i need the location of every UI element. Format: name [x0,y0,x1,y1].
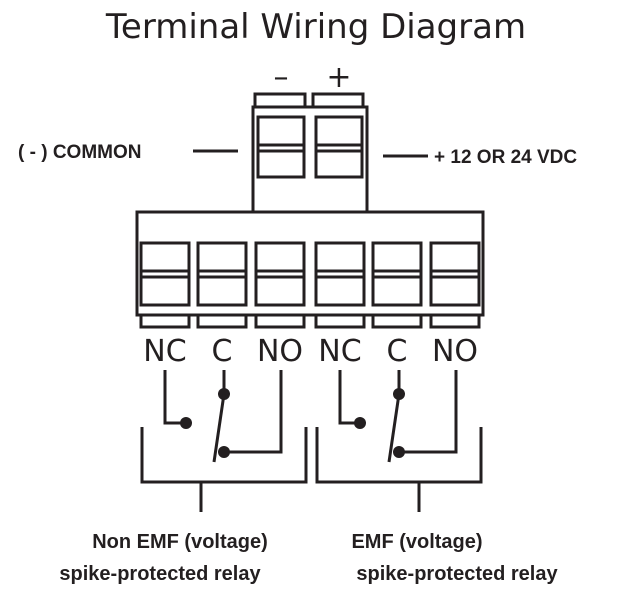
common-label: ( - ) COMMON [18,142,141,163]
terminal-label-c-1: C [212,334,233,369]
relay-switch-2 [315,370,483,512]
relay-1-bracket [140,427,308,484]
relay-terminal-block [135,210,485,329]
terminal-pin-5-c [371,241,423,329]
relay-switch-1 [140,370,308,512]
terminal-label-c-2: C [387,334,408,369]
terminal-pin-3-no [254,241,306,329]
relay-2-bracket [315,427,483,484]
terminal-label-no-1: NO [257,334,303,369]
power-pin-plus [314,115,364,179]
plus-symbol: + [326,60,351,95]
minus-symbol: – [274,60,289,95]
relay-2-caption-line-1: EMF (voltage) [351,531,482,553]
vdc-label: + 12 OR 24 VDC [434,147,577,168]
terminal-pin-6-no [429,241,481,329]
relay-1-caption-line-1: Non EMF (voltage) [92,531,268,553]
terminal-label-no-2: NO [432,334,478,369]
power-connector [251,92,369,214]
relay-1-caption-line-2: spike-protected relay [59,563,261,585]
diagram-title: Terminal Wiring Diagram [105,7,526,47]
relay-2-caption-line-2: spike-protected relay [356,563,558,585]
terminal-label-nc-1: NC [143,334,186,369]
power-pin-minus [256,115,306,179]
terminal-pin-4-nc [314,241,366,329]
terminal-pin-1-nc [139,241,191,329]
terminal-pin-2-c [196,241,248,329]
terminal-label-nc-2: NC [318,334,361,369]
